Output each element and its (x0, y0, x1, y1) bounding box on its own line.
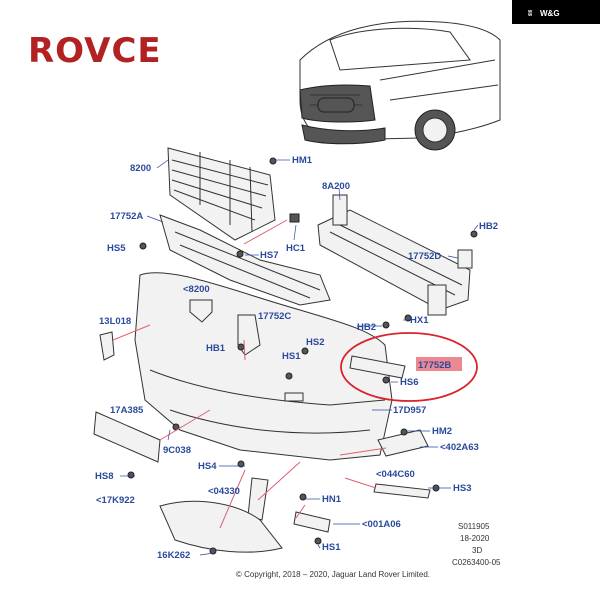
plate-17a385 (93, 411, 161, 463)
fastener-hn1 (299, 493, 307, 501)
label-9c038: 9C038 (163, 445, 191, 456)
copyright: © Copyright, 2018 – 2020, Jaguar Land Ro… (236, 570, 430, 579)
label-hs3: HS3 (453, 483, 471, 494)
label-402a63: <402A63 (440, 442, 479, 453)
label-hs2: HS2 (306, 337, 324, 348)
highlight-label-box (416, 357, 462, 371)
fastener-hs5 (139, 242, 147, 250)
label-hs5: HS5 (107, 243, 126, 254)
fastener-hs8 (127, 471, 135, 479)
fastener-hs7 (236, 250, 244, 258)
label-hc1: HC1 (286, 243, 306, 254)
meta-code: S011905 (458, 522, 490, 531)
label-17k922: <17K922 (96, 495, 135, 506)
fastener-hs6 (382, 376, 390, 384)
label-17752b: 17752B (418, 360, 451, 371)
fastener-hs4 (237, 460, 245, 468)
label-hb2-mid: HB2 (357, 322, 376, 333)
fastener-16k262 (209, 547, 217, 555)
label-8a200: 8A200 (322, 181, 350, 192)
fastener-hm1 (269, 157, 277, 165)
label-hm2: HM2 (432, 426, 452, 437)
label-17752d: 17752D (408, 251, 441, 262)
label-13l018: 13L018 (99, 316, 131, 327)
label-hs1-bottom: HS1 (322, 542, 341, 553)
meta-ref: C0263400-05 (452, 558, 501, 567)
label-hs8: HS8 (95, 471, 113, 482)
reinforcement-part (159, 214, 331, 306)
label-hs4: HS4 (198, 461, 217, 472)
fastener-hm2 (400, 428, 408, 436)
meta-date: 18-2020 (460, 534, 490, 543)
clip-13l018 (99, 331, 115, 361)
highlight-circle (340, 332, 478, 402)
pointer-lines (112, 219, 387, 529)
bracket-8200b (189, 299, 213, 323)
fastener-hb1 (237, 343, 245, 351)
fastener-hs2 (301, 347, 309, 355)
label-8200b: <8200 (183, 284, 210, 295)
bracket-17752b (349, 355, 406, 379)
label-8200: 8200 (130, 163, 151, 174)
brand-badge-icon: ʬ (528, 9, 533, 18)
fastener-hc1 (289, 213, 300, 223)
label-17752c: 17752C (258, 311, 291, 322)
bumper-beam-part (317, 194, 471, 316)
vehicle-illustration (299, 20, 501, 151)
vent-04330 (247, 477, 269, 521)
fastener-hx1 (404, 314, 412, 322)
label-16k262: 16K262 (157, 550, 190, 561)
fastener-hs1-bottom (314, 537, 322, 545)
logo: ROVCE (28, 31, 162, 71)
bracket-17752d (457, 249, 473, 269)
fastener-hs1 (285, 372, 293, 380)
label-hb2-top: HB2 (479, 221, 498, 232)
label-044c60: <044C60 (376, 469, 415, 480)
fastener-hb2-top (470, 230, 478, 238)
label-17752a: 17752A (110, 211, 143, 222)
label-hm1-top: HM1 (292, 155, 313, 166)
label-hx1: HX1 (410, 315, 429, 326)
label-17d957: 17D957 (393, 405, 426, 416)
leader-lines (120, 159, 479, 556)
label-hn1: HN1 (322, 494, 342, 505)
brand-badge-text: W&G (540, 9, 560, 18)
label-hb1: HB1 (206, 343, 226, 354)
label-04330: <04330 (208, 486, 240, 497)
trim-001a06 (293, 511, 331, 533)
label-17a385: 17A385 (110, 405, 144, 416)
label-hs7: HS7 (260, 250, 278, 261)
fastener-hb2-mid (382, 321, 390, 329)
grille-part (167, 147, 276, 241)
label-hs1: HS1 (282, 351, 301, 362)
trim-044c60 (373, 483, 431, 499)
label-001a06: <001A06 (362, 519, 401, 530)
meta-view: 3D (472, 546, 482, 555)
brand-badge (512, 0, 600, 24)
label-hs6: HS6 (400, 377, 418, 388)
